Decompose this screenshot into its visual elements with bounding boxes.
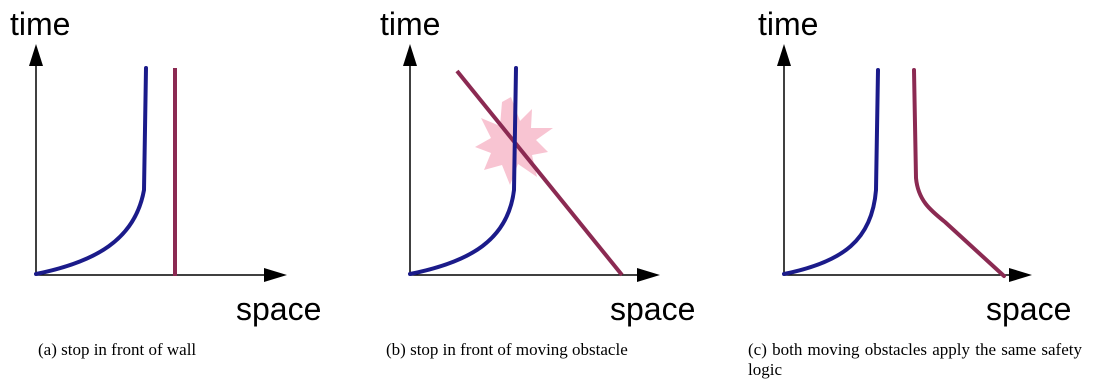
space-time-diagram-b bbox=[403, 44, 660, 282]
caption: (c) both moving obstacles apply the same… bbox=[748, 340, 1082, 379]
space-axis-label: space bbox=[610, 291, 696, 327]
time-axis-arrowhead bbox=[777, 44, 791, 66]
time-axis-label: time bbox=[380, 6, 441, 42]
ego-trajectory bbox=[782, 68, 880, 276]
moving-obstacle-trajectory bbox=[912, 68, 1006, 278]
panel-a: time space (a) stop in front of wall bbox=[0, 0, 340, 380]
space-time-diagram-c bbox=[777, 44, 1032, 282]
caption: (b) stop in front of moving obstacle bbox=[386, 340, 628, 359]
time-axis-arrowhead bbox=[29, 44, 43, 66]
space-axis-arrowhead bbox=[264, 268, 287, 282]
panel-b: time space (b) stop in front of moving o… bbox=[370, 0, 720, 380]
space-axis-label: space bbox=[236, 291, 322, 327]
time-axis-label: time bbox=[10, 6, 71, 42]
space-axis-arrowhead bbox=[637, 268, 660, 282]
space-axis-label: space bbox=[986, 291, 1072, 327]
caption: (a) stop in front of wall bbox=[38, 340, 197, 359]
time-axis-arrowhead bbox=[403, 44, 417, 66]
space-time-diagram-a bbox=[29, 44, 287, 282]
ego-trajectory bbox=[408, 66, 518, 276]
panel-c: time space (c) both moving obstacles app… bbox=[740, 0, 1093, 380]
time-axis-label: time bbox=[758, 6, 819, 42]
moving-obstacle-trajectory bbox=[455, 69, 624, 277]
ego-trajectory bbox=[34, 66, 148, 276]
space-axis-arrowhead bbox=[1009, 268, 1032, 282]
